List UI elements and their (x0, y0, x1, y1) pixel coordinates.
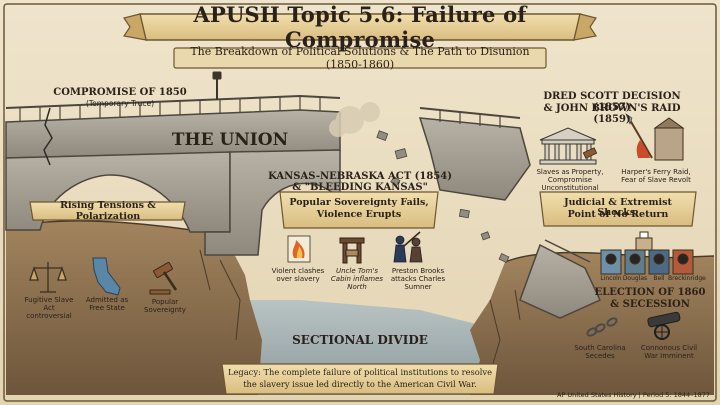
gavel-small-icon (582, 147, 598, 159)
judicial-ribbon (539, 191, 697, 227)
broken-chain-icon (586, 317, 618, 337)
kansas-banner-line1: Popular Sovereignty Fails, (289, 197, 429, 208)
printing-press-icon (339, 237, 365, 264)
left-item-label: Fugitive Slave Act controversial (24, 296, 74, 321)
rising-tensions-banner: Rising Tensions & Polarization (60, 200, 156, 222)
candidate-name: Bell (653, 275, 665, 282)
compromise-heading: COMPROMISE OF 1850 (53, 87, 187, 98)
kansas-item-label: Preston Brooks attacks Charles Sumner (390, 267, 446, 292)
california-map-icon (92, 257, 121, 296)
candidate-portraits (600, 249, 694, 275)
sectional-divide-label: SECTIONAL DIVIDE (292, 333, 428, 347)
election-heading-line2: & SECESSION (610, 299, 690, 310)
popular-sovereignty-ribbon (279, 191, 439, 229)
dred-heading-line1: DRED SCOTT DECISION (1857) (543, 91, 681, 113)
dust-cloud (329, 102, 380, 137)
secession-item-label: Connonous Civil War Imminent (640, 344, 698, 361)
judicial-banner-line2: Point of No Return (567, 209, 669, 220)
kansas-heading-line1: KANSAS-NEBRASKA ACT (1854) (268, 171, 452, 182)
footer-text: AP United States History | Period 5: 184… (556, 391, 710, 399)
compromise-subheading: (Temporary Truce) (85, 99, 155, 108)
page-title: APUSH Topic 5.6: Failure of Compromise (193, 2, 527, 52)
scales-icon (29, 262, 67, 293)
page-subtitle: The Breakdown of Political Solutions & T… (190, 45, 530, 71)
left-item-label: Admitted as Free State (85, 296, 129, 313)
legacy-ribbon (221, 363, 499, 395)
dred-item-label: Slaves as Property, Compromise Unconstit… (536, 168, 604, 193)
falling-rubble (376, 130, 510, 263)
courthouse-icon (539, 127, 597, 165)
page-border (3, 3, 717, 402)
dred-heading-line2: & JOHN BROWN'S RAID (1859) (543, 103, 681, 125)
subtitle-plate (173, 47, 547, 69)
candidate-name: Douglas (622, 275, 648, 282)
left-cliff (6, 220, 262, 395)
legacy-line2: the slavery issue led directly to the Am… (243, 379, 477, 389)
kansas-heading-line2: & "BLEEDING KANSAS" (292, 182, 428, 193)
lamp-post (212, 71, 222, 100)
kansas-item-label: Uncle Tom's Cabin inflames North (330, 267, 384, 292)
kansas-banner-line2: Violence Erupts (316, 209, 402, 220)
fire-icon (287, 235, 311, 263)
gavel-icon (149, 261, 178, 295)
election-heading-line1: ELECTION OF 1860 (594, 287, 706, 298)
secession-item-label: South Carolina Secedes (574, 344, 626, 361)
rising-tensions-ribbon (29, 201, 186, 221)
union-label: THE UNION (171, 130, 289, 150)
cannon-icon (647, 311, 681, 340)
pike-icon (625, 113, 685, 161)
candidate-name: Lincoln (600, 275, 622, 282)
kansas-item-label: Violent clashes over slavery (271, 267, 325, 284)
legacy-line1: Legacy: The complete failure of politica… (228, 367, 492, 377)
broken-span (418, 117, 531, 201)
dred-item-label: Harper's Ferry Raid, Fear of Slave Revol… (621, 168, 691, 185)
caning-icon (393, 231, 423, 263)
bridge-crack (43, 107, 53, 166)
judicial-banner-line1: Judicial & Extremist Shocks, (564, 197, 672, 218)
candidate-name: Breckinridge (668, 275, 706, 282)
left-item-label: Popular Sovereignty (144, 298, 186, 315)
collapsed-pier (519, 243, 602, 319)
